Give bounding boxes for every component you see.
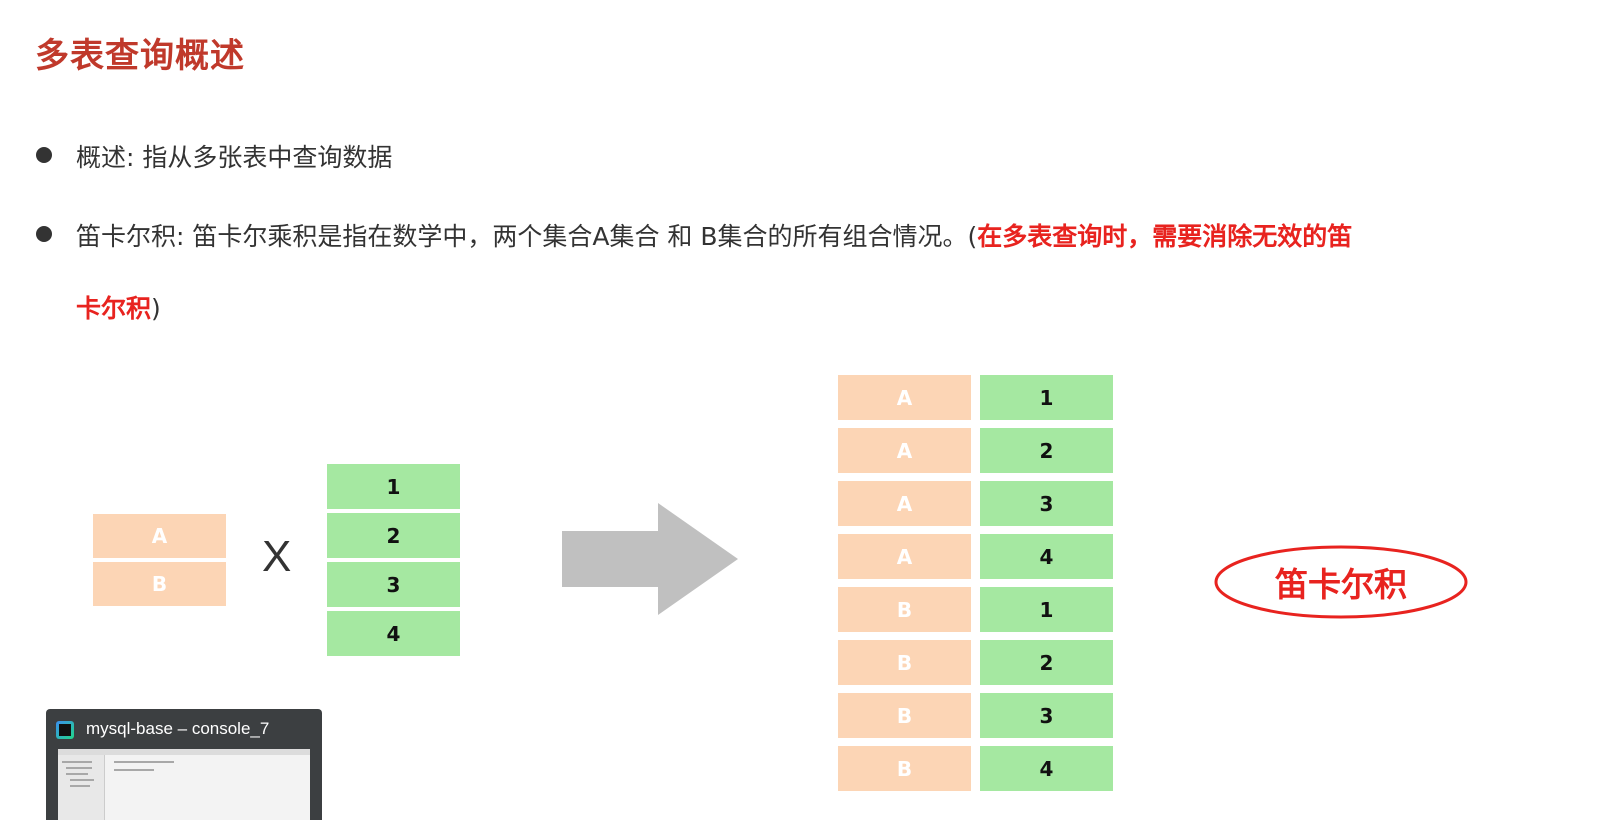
set-b-cell: 1 bbox=[327, 464, 460, 509]
bullet-dot bbox=[36, 147, 52, 163]
result-right-cell: 1 bbox=[980, 587, 1113, 632]
set-a-cell: B bbox=[93, 562, 226, 606]
times-operator: X bbox=[262, 532, 292, 581]
result-left-cell: A bbox=[838, 375, 971, 420]
result-left-cell: B bbox=[838, 587, 971, 632]
preview-line bbox=[114, 769, 154, 771]
bullet-cartesian-continued: 卡尔积) bbox=[76, 289, 161, 325]
result-left-cell: B bbox=[838, 640, 971, 685]
preview-line bbox=[62, 761, 92, 763]
result-right-cell: 3 bbox=[980, 693, 1113, 738]
right-arrow-icon bbox=[562, 503, 738, 615]
result-right-cell: 1 bbox=[980, 375, 1113, 420]
preview-line bbox=[114, 761, 174, 763]
preview-line bbox=[70, 785, 90, 787]
preview-toolbar bbox=[58, 749, 310, 755]
set-b-cell: 3 bbox=[327, 562, 460, 607]
result-right-cell: 4 bbox=[980, 534, 1113, 579]
result-left-cell: B bbox=[838, 693, 971, 738]
preview-line bbox=[66, 767, 92, 769]
set-b-cell: 2 bbox=[327, 513, 460, 558]
result-left-cell: B bbox=[838, 746, 971, 791]
result-right-cell: 3 bbox=[980, 481, 1113, 526]
window-thumbnail[interactable]: mysql-base – console_7 bbox=[46, 709, 322, 820]
bullet-overview: 概述: 指从多张表中查询数据 bbox=[76, 138, 392, 174]
cartesian-warning: 在多表查询时，需要消除无效的笛 bbox=[977, 222, 1353, 251]
result-right-cell: 2 bbox=[980, 640, 1113, 685]
set-b-cell: 4 bbox=[327, 611, 460, 656]
bullet-cartesian: 笛卡尔积: 笛卡尔乘积是指在数学中，两个集合A集合 和 B集合的所有组合情况。(… bbox=[76, 217, 1352, 253]
cartesian-product-label: 笛卡尔积 bbox=[1275, 565, 1407, 604]
preview-line bbox=[70, 779, 94, 781]
window-preview bbox=[58, 749, 310, 820]
result-right-cell: 4 bbox=[980, 746, 1113, 791]
preview-sidebar bbox=[58, 755, 105, 820]
overview-label: 概述: bbox=[76, 143, 143, 172]
highlight-oval bbox=[1214, 545, 1468, 619]
cartesian-text: 笛卡尔乘积是指在数学中，两个集合A集合 和 B集合的所有组合情况。( bbox=[192, 222, 978, 251]
result-left-cell: A bbox=[838, 534, 971, 579]
datagrip-icon bbox=[56, 721, 74, 739]
cartesian-close: ) bbox=[151, 294, 161, 323]
cartesian-label: 笛卡尔积: bbox=[76, 222, 193, 251]
bullet-dot bbox=[36, 226, 52, 242]
preview-line bbox=[66, 773, 88, 775]
result-left-cell: A bbox=[838, 428, 971, 473]
page-title: 多表查询概述 bbox=[35, 36, 245, 76]
result-left-cell: A bbox=[838, 481, 971, 526]
cartesian-warning-end: 卡尔积 bbox=[76, 294, 152, 323]
result-right-cell: 2 bbox=[980, 428, 1113, 473]
set-a-cell: A bbox=[93, 514, 226, 558]
overview-text: 指从多张表中查询数据 bbox=[142, 143, 393, 172]
window-title: mysql-base – console_7 bbox=[86, 719, 270, 738]
